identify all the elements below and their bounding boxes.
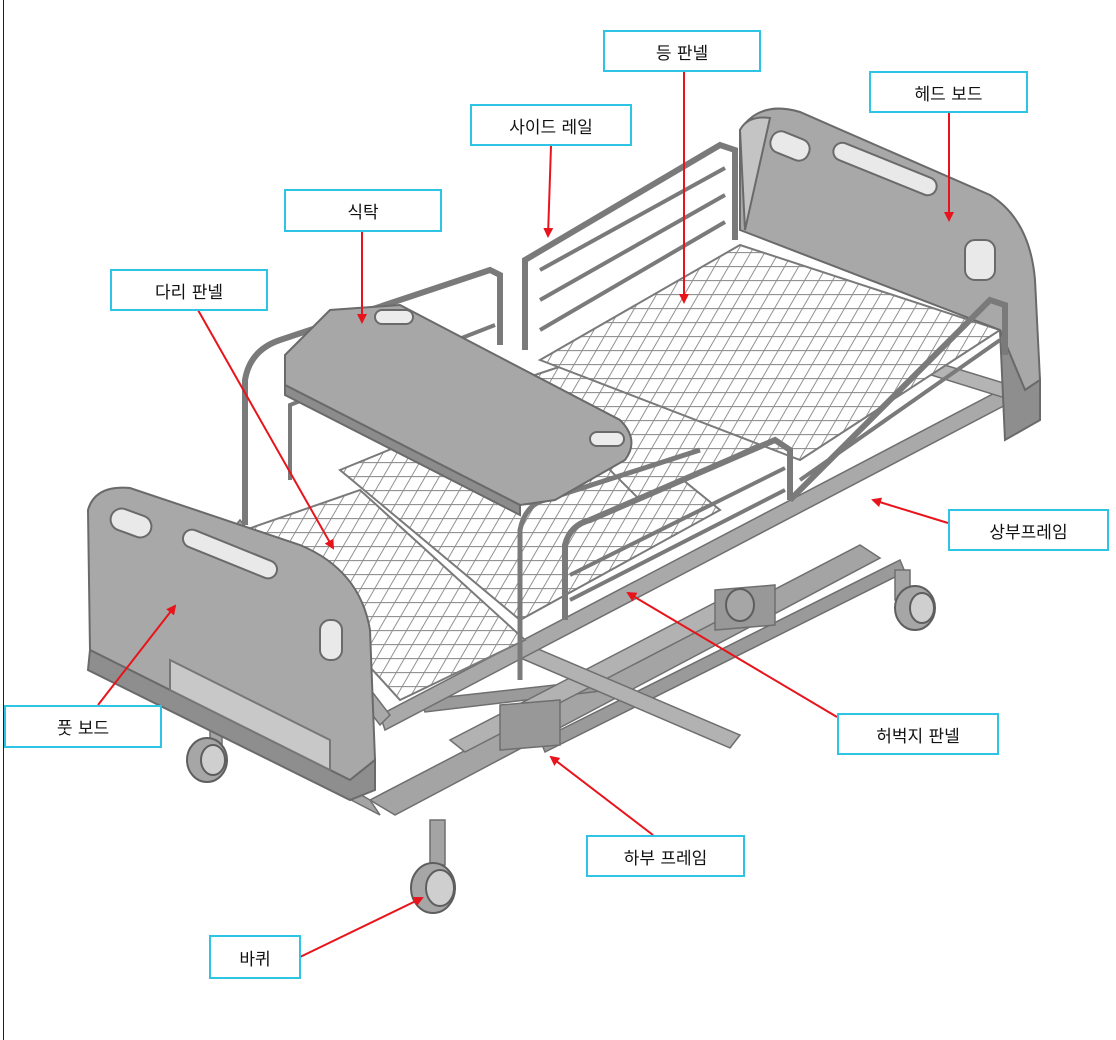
arrow-wheel bbox=[299, 896, 424, 958]
label-side-rail: 사이드 레일 bbox=[470, 104, 632, 146]
label-foot-board: 풋 보드 bbox=[4, 705, 162, 748]
callout-arrows bbox=[97, 72, 954, 958]
label-wheel: 바퀴 bbox=[209, 935, 301, 979]
label-thigh-panel: 허벅지 판넬 bbox=[837, 713, 999, 755]
label-leg-panel: 다리 판넬 bbox=[110, 269, 268, 311]
table-shape bbox=[284, 303, 633, 517]
arrow-foot-board bbox=[97, 604, 177, 706]
arrow-lower-frame bbox=[549, 755, 654, 836]
label-table: 식탁 bbox=[284, 189, 442, 232]
arrow-leg-panel bbox=[197, 309, 334, 550]
label-lower-frame: 하부 프레임 bbox=[586, 835, 745, 877]
wheel-shapes bbox=[186, 585, 936, 914]
label-head-board: 헤드 보드 bbox=[869, 71, 1028, 113]
foot-board-shape bbox=[86, 486, 377, 802]
side-rail-shapes bbox=[242, 141, 1008, 680]
left-border-line bbox=[3, 0, 4, 1040]
arrow-thigh-panel bbox=[626, 591, 838, 718]
arrow-upper-frame bbox=[871, 497, 949, 524]
head-board-shape bbox=[738, 107, 1042, 442]
label-upper-frame: 상부프레임 bbox=[948, 509, 1109, 551]
label-back-panel: 등 판넬 bbox=[603, 30, 761, 72]
arrow-side-rail bbox=[543, 145, 554, 238]
